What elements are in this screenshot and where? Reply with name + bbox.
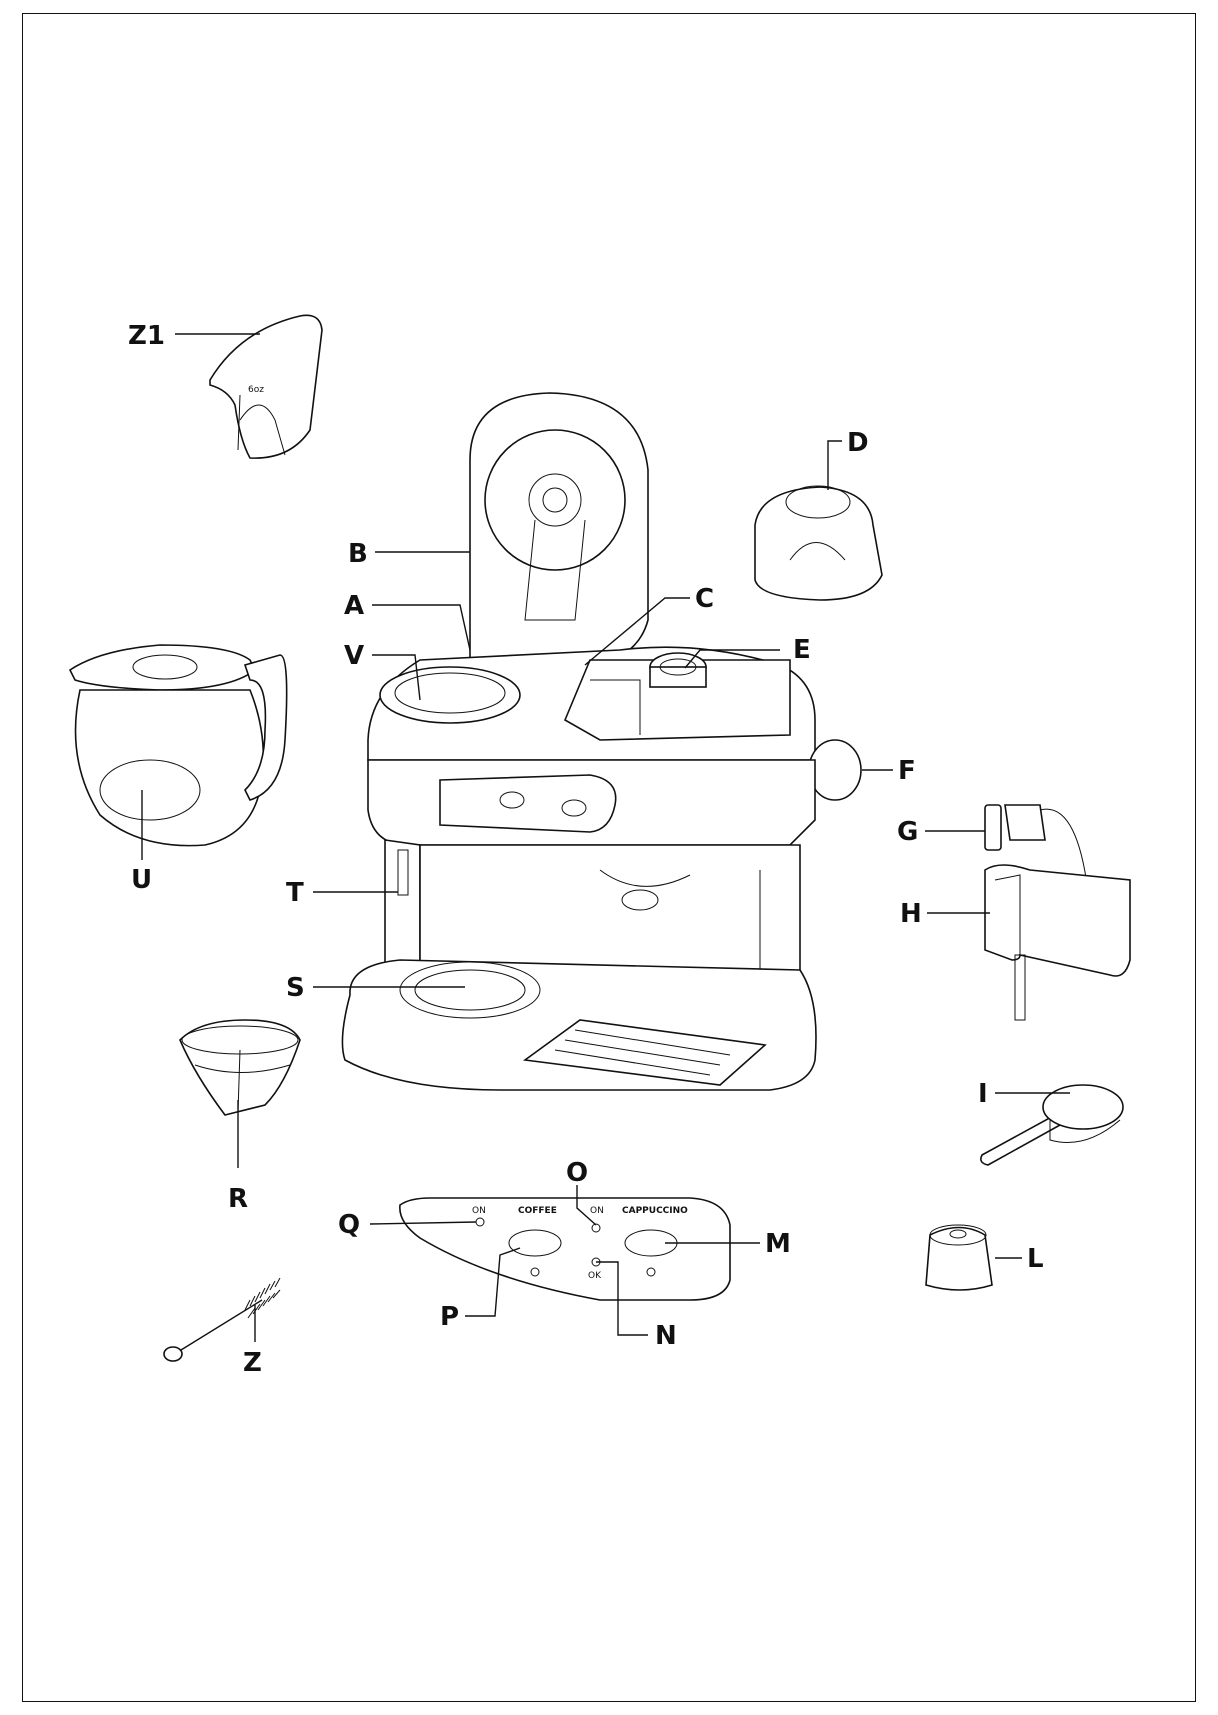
label-d: D [847,428,869,458]
leader-d [827,440,842,490]
label-i: I [978,1079,988,1109]
scoop-i [980,1084,1124,1166]
label-p: P [440,1302,459,1332]
leader-q [369,1221,477,1225]
label-z: Z [243,1348,262,1378]
cup-mark-text: 6oz [248,385,264,395]
leader-o [576,1185,597,1226]
panel-coffee: COFFEE [518,1206,557,1216]
label-h: H [900,899,922,929]
cleaning-brush-z [163,1277,281,1362]
label-g: G [897,817,918,847]
panel-ok: OK [588,1271,602,1281]
steam-nozzle-g [984,804,1091,911]
label-r: R [228,1184,248,1214]
diagram-frame [22,13,1196,1702]
machine-body [341,392,862,1091]
label-s: S [286,973,305,1003]
water-tank-h [984,864,1131,1021]
label-e: E [793,635,811,665]
label-u: U [131,865,152,895]
panel-cappuccino: CAPPUCCINO [622,1206,688,1216]
label-t: T [286,878,304,908]
measuring-cup-z1: 6oz [209,314,323,459]
label-o: O [566,1158,588,1188]
leader-a [372,604,471,651]
leader-e [684,649,780,669]
label-c: C [695,584,714,614]
panel-on-left: ON [472,1206,486,1216]
label-m: M [765,1229,791,1259]
panel-on-right: ON [590,1206,604,1216]
label-v: V [344,641,364,671]
filter-basket-r [179,1019,301,1116]
label-f: F [898,756,916,786]
label-b: B [348,539,368,569]
carafe-u [68,644,288,847]
label-a: A [344,591,364,621]
leader-n [596,1261,648,1336]
label-z1: Z1 [128,321,165,351]
cap-l [925,1224,993,1291]
label-q: Q [338,1210,360,1240]
knob-cap-d [754,485,883,601]
label-n: N [655,1321,677,1351]
leader-p [465,1247,521,1317]
label-l: L [1027,1244,1044,1274]
leader-c [584,597,690,666]
control-panel-detail: ON COFFEE ON CAPPUCCINO OK [399,1197,731,1301]
leader-v [372,654,421,701]
